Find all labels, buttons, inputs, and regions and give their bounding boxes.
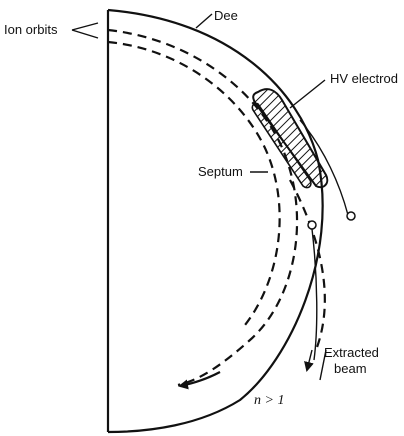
ion-orbit-outer <box>107 28 299 387</box>
leader-lines <box>71 13 327 381</box>
septum-end-terminal <box>307 220 317 230</box>
condition-label: n > 1 <box>254 393 284 408</box>
hv-electrode-body <box>252 88 329 189</box>
extracted-beam-line <box>311 228 318 361</box>
hv-electrode-leader <box>289 79 326 109</box>
septum <box>251 102 312 189</box>
extracted-beam-path <box>289 179 326 351</box>
ion-orbits-leader-lower <box>71 29 99 39</box>
hv-electrode <box>252 88 329 189</box>
ion-orbits-leader-upper <box>71 22 99 31</box>
ion-orbits <box>107 28 326 390</box>
dee-label: Dee <box>214 8 238 23</box>
hv-electrode-label: HV electrod <box>330 71 398 86</box>
extracted-beam-leader <box>319 349 327 381</box>
ion-orbit-inner <box>107 40 281 326</box>
extracted-beam <box>304 220 318 372</box>
hv-electrode-end-terminal <box>346 211 356 221</box>
septum-label: Septum <box>198 164 243 179</box>
extracted-beam-label-line2: beam <box>334 361 367 376</box>
extracted-beam-label-line1: Extracted <box>324 345 379 360</box>
dee-edge-extension <box>299 119 349 216</box>
dee-leader <box>195 13 213 29</box>
ion-orbits-label: Ion orbits <box>4 22 58 37</box>
orbit-arrow <box>178 371 221 390</box>
septum-body <box>251 102 312 189</box>
extracted-beam-arrow <box>304 349 314 372</box>
